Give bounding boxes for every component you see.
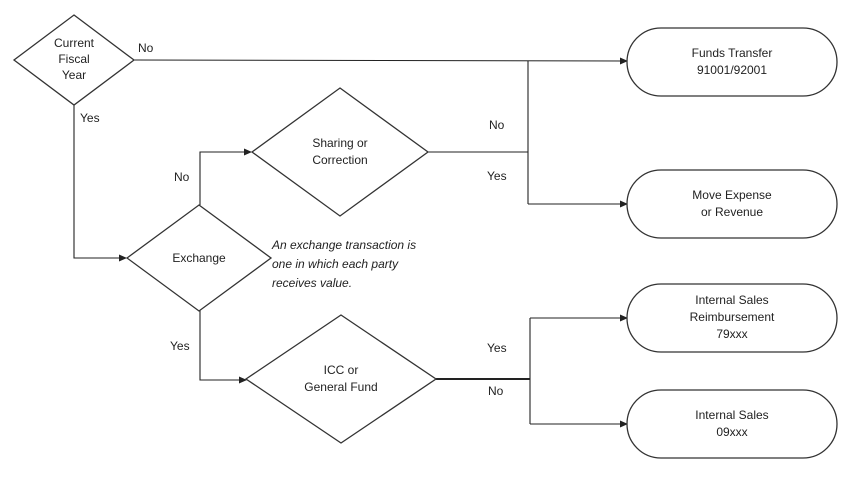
edge-label-exchange-yes: Yes [170, 339, 190, 353]
edge-label-sharing-yes: Yes [487, 169, 507, 183]
edge-label-sharing-no: No [489, 118, 505, 132]
edge-label-icc-yes: Yes [487, 341, 507, 355]
outcome-move-expense-or-revenue: Move Expense or Revenue [626, 169, 838, 239]
outcome-label-line: Funds Transfer [692, 46, 773, 60]
edge-label-fiscal-no: No [138, 41, 154, 55]
connector-exchange-no [199, 148, 252, 205]
outcome-internal-sales-09xxx: Internal Sales 09xxx [626, 389, 838, 459]
note-line: one in which each party [272, 257, 399, 271]
decision-exchange: Exchange [125, 204, 273, 312]
decision-label-line: ICC or [324, 363, 359, 377]
connectors [73, 57, 628, 428]
outcome-label-line: 79xxx [716, 327, 747, 341]
decision-label-line: Correction [312, 153, 367, 167]
exchange-definition-note: An exchange transaction is one in which … [271, 238, 416, 290]
outcome-label-line: Move Expense [692, 188, 772, 202]
edge-labels: No Yes No Yes No Yes Yes No [80, 41, 507, 398]
decision-label-line: Exchange [172, 251, 226, 265]
note-line: An exchange transaction is [271, 238, 416, 252]
edge-label-icc-no: No [488, 384, 504, 398]
outcome-label-line: or Revenue [701, 205, 763, 219]
decision-label-line: General Fund [304, 380, 377, 394]
connector-exchange-yes [199, 310, 247, 384]
outcome-internal-sales-reimbursement: Internal Sales Reimbursement 79xxx [626, 283, 838, 353]
connector-fiscal-no [133, 57, 628, 65]
edge-label-fiscal-yes: Yes [80, 111, 100, 125]
decision-label-line: Sharing or [312, 136, 367, 150]
decision-current-fiscal-year: Current Fiscal Year [12, 14, 136, 106]
outcome-label-line: Reimbursement [690, 310, 775, 324]
connector-fiscal-yes [73, 100, 127, 262]
decision-label-line: Fiscal [58, 52, 89, 66]
decision-label-line: Year [62, 68, 86, 82]
edge-label-exchange-no: No [174, 170, 190, 184]
outcome-label-line: Internal Sales [695, 293, 768, 307]
outcome-label-line: Internal Sales [695, 408, 768, 422]
outcome-label-line: 91001/92001 [697, 63, 767, 77]
note-line: receives value. [272, 276, 352, 290]
decision-label-line: Current [54, 36, 95, 50]
decision-icc-or-general-fund: ICC or General Fund [244, 314, 438, 444]
decision-sharing-or-correction: Sharing or Correction [250, 87, 430, 217]
outcome-label-line: 09xxx [716, 425, 747, 439]
outcome-funds-transfer: Funds Transfer 91001/92001 [626, 27, 838, 97]
